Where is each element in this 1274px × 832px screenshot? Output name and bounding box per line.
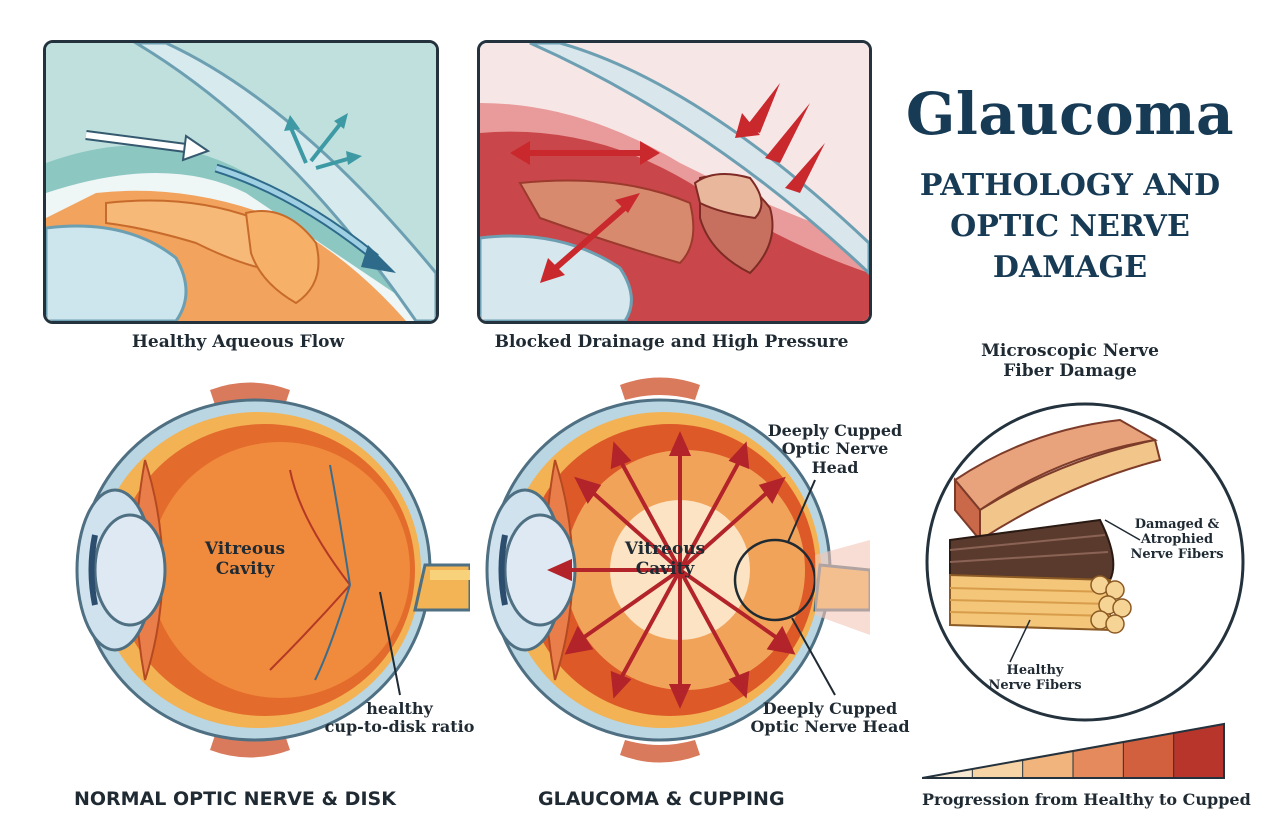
healthy-flow-illustration [46, 43, 436, 321]
glaucoma-vitreous-line-2: Cavity [635, 558, 695, 579]
blocked-drainage-illustration [480, 43, 869, 321]
subtitle-line-1: PATHOLOGY AND [919, 168, 1221, 203]
normal-vitreous-label: Vitreous Cavity [190, 539, 300, 579]
cupped-head-bottom-line-1: Deeply Cupped [762, 699, 898, 718]
cupped-head-top-line-2: Optic Nerve [781, 439, 889, 459]
normal-vitreous-line-1: Vitreous [204, 539, 286, 559]
microscopic-title-line-1: Microscopic Nerve [981, 341, 1159, 361]
cupped-head-top-label: Deeply Cupped Optic Nerve Head [760, 421, 910, 477]
normal-eye-caption: NORMAL OPTIC NERVE & DISK [74, 788, 396, 810]
normal-eye-illustration [75, 382, 470, 758]
damaged-fibers-line-2: Atrophied [1140, 531, 1214, 547]
cupped-head-bottom-label: Deeply Cupped Optic Nerve Head [745, 699, 915, 737]
cup-to-disk-line-2: cup-to-disk ratio [324, 717, 475, 737]
cupped-head-top-line-3: Head [811, 457, 859, 477]
healthy-flow-caption: Healthy Aqueous Flow [131, 332, 345, 352]
progression-segment [1122, 724, 1175, 778]
blocked-drainage-panel [477, 40, 872, 324]
cupped-head-bottom-line-2: Optic Nerve Head [750, 717, 910, 737]
healthy-fibers-line-2: Nerve Fibers [988, 677, 1082, 693]
healthy-flow-panel [43, 40, 439, 324]
cupped-head-top-line-1: Deeply Cupped [767, 421, 903, 440]
progression-segment [1022, 724, 1074, 778]
nerve-fiber-illustration [925, 402, 1245, 722]
progression-segment [1072, 724, 1125, 778]
cup-to-disk-line-1: healthy [366, 699, 433, 718]
damaged-fibers-label: Damaged & Atrophied Nerve Fibers [1122, 517, 1232, 563]
damaged-fibers-line-3: Nerve Fibers [1130, 546, 1224, 562]
glaucoma-vitreous-line-1: Vitreous [624, 539, 706, 559]
microscopic-title: Microscopic Nerve Fiber Damage [960, 341, 1180, 381]
subtitle-line-2: OPTIC NERVE [950, 209, 1190, 244]
healthy-fibers-line-1: Healthy [1006, 663, 1064, 678]
normal-vitreous-line-2: Cavity [215, 558, 275, 579]
progression-segment [1173, 724, 1224, 778]
microscopic-title-line-2: Fiber Damage [1003, 360, 1137, 381]
progression-segment [922, 724, 974, 778]
page-subtitle: PATHOLOGY AND OPTIC NERVE DAMAGE [890, 165, 1250, 288]
damaged-fibers-line-1: Damaged & [1134, 517, 1220, 532]
page-title: Glaucoma [905, 80, 1235, 148]
healthy-fibers-label: Healthy Nerve Fibers [985, 663, 1085, 694]
cup-to-disk-label: healthy cup-to-disk ratio [322, 699, 477, 737]
glaucoma-vitreous-label: Vitreous Cavity [610, 539, 720, 579]
progression-segment [971, 724, 1024, 778]
progression-wedge [922, 722, 1225, 779]
subtitle-line-3: DAMAGE [992, 250, 1148, 285]
progression-caption: Progression from Healthy to Cupped [922, 790, 1251, 809]
glaucoma-eye-illustration [485, 377, 870, 763]
blocked-drainage-caption: Blocked Drainage and High Pressure [494, 332, 849, 352]
glaucoma-eye-caption: GLAUCOMA & CUPPING [538, 788, 785, 810]
